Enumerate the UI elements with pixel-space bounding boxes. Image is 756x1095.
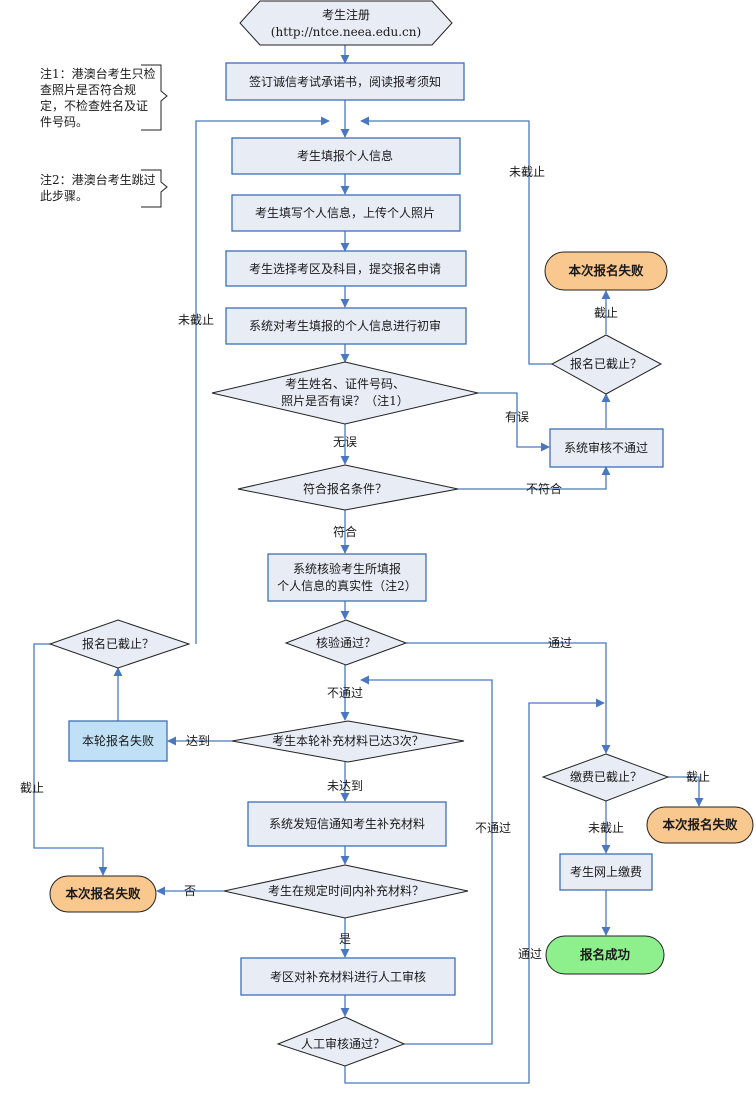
arrow-notclosed-loop-right <box>360 116 552 365</box>
step-s7: 系统发短信通知考生补充材料 <box>247 801 447 847</box>
note1-bracket <box>141 64 168 131</box>
arrow-closedleft-failleft <box>33 643 108 876</box>
label-pass-loop: 通过 <box>518 947 542 961</box>
decision-closed-right: 报名已截止？ <box>550 334 663 395</box>
label-pay-not-closed: 未截止 <box>588 821 624 835</box>
label-has-error: 有误 <box>505 410 529 424</box>
decision-d2-label: 符合报名条件？ <box>303 481 387 496</box>
step-s5: 系统对考生填报的个人信息进行初审 <box>225 307 467 345</box>
step-s8-label: 考区对补充材料进行人工审核 <box>270 969 426 984</box>
step-s2-label: 考生填报个人信息 <box>297 148 393 163</box>
note1-line4: 件号码。 <box>40 115 88 129</box>
decision-d5-label: 考生在规定时间内补充材料？ <box>268 883 424 898</box>
decision-d1-label-1: 考生姓名、证件号码、 <box>285 376 405 391</box>
connectors <box>33 44 704 1084</box>
label-closed-right: 截止 <box>594 306 618 320</box>
arrow-d1-reject <box>478 392 550 452</box>
step-s3-label: 考生填写个人信息，上传个人照片 <box>255 205 435 220</box>
arrow-notclosed-loop-left <box>195 116 330 644</box>
step-pay: 考生网上缴费 <box>559 853 653 891</box>
terminal-fail-right-label: 本次报名失败 <box>662 817 738 832</box>
step-s1: 签订诚信考试承诺书，阅读报考须知 <box>225 62 465 101</box>
step-s6-label-1: 系统核验考生所填报 <box>293 561 401 576</box>
decision-d3: 核验通过？ <box>284 619 408 666</box>
label-not-closed-left: 未截止 <box>178 313 214 327</box>
decision-d1-label-2: 照片是否有误？（注1） <box>281 393 409 408</box>
terminal-fail-left-label: 本次报名失败 <box>65 886 141 901</box>
decision-d4: 考生本轮补充材料已达3次？ <box>231 720 465 763</box>
decision-closed-left-label: 报名已截止？ <box>82 636 154 651</box>
label-not-pass-loop: 不通过 <box>475 821 511 835</box>
arrow-d6-pass <box>344 698 605 1084</box>
label-pay-closed: 截止 <box>686 770 710 784</box>
label-reached: 达到 <box>186 734 210 748</box>
step-s2: 考生填报个人信息 <box>231 137 461 175</box>
decision-d5: 考生在规定时间内补充材料？ <box>223 864 469 919</box>
label-yes: 是 <box>339 932 351 946</box>
note-2: 注2：港澳台考生跳过 此步骤。 <box>40 169 168 208</box>
step-s5-label: 系统对考生填报的个人信息进行初审 <box>249 318 441 333</box>
label-not-reached: 未达到 <box>327 779 363 793</box>
label-pass: 通过 <box>548 636 572 650</box>
decision-d4-label: 考生本轮补充材料已达3次？ <box>272 733 424 748</box>
note1-line2: 查照片是否符合规 <box>40 82 136 97</box>
step-round-fail-label: 本轮报名失败 <box>82 733 154 748</box>
label-not-closed-right: 未截止 <box>509 165 545 179</box>
step-s6: 系统核验考生所填报 个人信息的真实性（注2） <box>267 553 427 602</box>
edge-labels: 未截止 未截止 截止 有误 无误 不符合 符合 通过 不通过 达到 未达到 截止… <box>20 165 710 961</box>
step-s4: 考生选择考区及科目，提交报名申请 <box>225 250 467 287</box>
start-title: 考生注册 <box>322 7 370 22</box>
terminal-fail-left: 本次报名失败 <box>49 875 157 913</box>
step-s7-label: 系统发短信通知考生补充材料 <box>269 816 425 831</box>
note-1: 注1：港澳台考生只检 查照片是否符合规 定，不检查姓名及证 件号码。 <box>40 64 168 131</box>
start-url: (http://ntce.neea.edu.cn) <box>271 25 421 39</box>
note1-line1: 注1：港澳台考生只检 <box>40 66 156 81</box>
label-no: 否 <box>184 884 196 898</box>
note2-line2: 此步骤。 <box>40 189 88 203</box>
terminal-success: 报名成功 <box>545 935 665 975</box>
note2-line1: 注2：港澳台考生跳过 <box>40 172 156 187</box>
terminal-success-label: 报名成功 <box>580 947 630 962</box>
arrow-d6-notpass-loop <box>360 675 493 1045</box>
decision-d6: 人工审核通过？ <box>276 1016 406 1067</box>
decision-closed-right-label: 报名已截止？ <box>570 356 642 371</box>
decision-d6-label: 人工审核通过？ <box>301 1036 385 1051</box>
decision-d1: 考生姓名、证件号码、 照片是否有误？（注1） <box>211 361 479 425</box>
step-reject: 系统审核不通过 <box>549 428 664 468</box>
label-closed-left: 截止 <box>20 781 44 795</box>
step-pay-label: 考生网上缴费 <box>570 864 642 879</box>
terminal-fail-top: 本次报名失败 <box>544 251 668 291</box>
label-meet: 符合 <box>333 524 357 539</box>
arrow-d3-pay <box>406 642 611 754</box>
decision-d3-label: 核验通过？ <box>316 635 376 650</box>
decision-pay-closed: 缴费已截止？ <box>541 753 670 802</box>
step-s8: 考区对补充材料进行人工审核 <box>240 957 456 996</box>
arrow-payclosed-failright <box>668 776 704 807</box>
decision-closed-left: 报名已截止？ <box>48 619 191 669</box>
step-s1-label: 签订诚信考试承诺书，阅读报考须知 <box>249 74 441 89</box>
label-not-meet: 不符合 <box>526 481 562 496</box>
arrow-d2-reject <box>458 466 611 490</box>
decision-pay-closed-label: 缴费已截止？ <box>570 769 642 784</box>
decision-d2: 符合报名条件？ <box>237 464 459 511</box>
label-no-error: 无误 <box>333 435 357 449</box>
step-s6-label-2: 个人信息的真实性（注2） <box>277 578 417 593</box>
note2-bracket <box>141 169 168 208</box>
label-not-pass: 不通过 <box>327 686 363 700</box>
start-node: 考生注册 (http://ntce.neea.edu.cn) <box>239 0 453 46</box>
step-s3: 考生填写个人信息，上传个人照片 <box>231 194 461 232</box>
step-reject-label: 系统审核不通过 <box>564 440 648 455</box>
step-round-fail: 本轮报名失败 <box>68 720 168 762</box>
terminal-fail-right: 本次报名失败 <box>646 806 754 844</box>
step-s4-label: 考生选择考区及科目，提交报名申请 <box>249 261 441 276</box>
terminal-fail-top-label: 本次报名失败 <box>568 263 644 278</box>
note1-line3: 定，不检查姓名及证 <box>40 98 148 113</box>
